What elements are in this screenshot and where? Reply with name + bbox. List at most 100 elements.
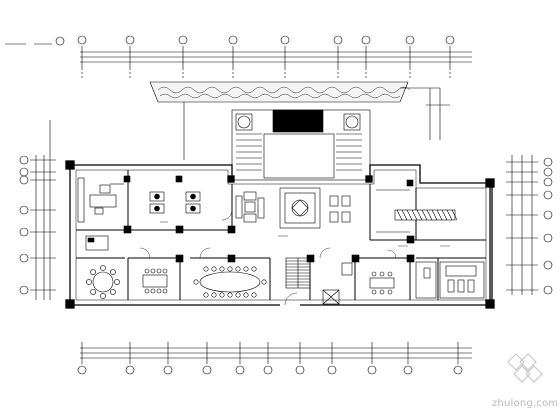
chair (109, 288, 116, 295)
grid-axis-bubble (178, 35, 188, 45)
chair (156, 268, 162, 274)
chair (251, 292, 257, 298)
chair (371, 271, 377, 277)
grid-axis-bubble (19, 167, 29, 177)
grid-axis-bubble (163, 365, 173, 375)
chair (387, 271, 393, 277)
grid-axis-bubble (543, 285, 553, 295)
grid-axis-bubble (405, 35, 415, 45)
grid-axis-bubble (295, 365, 305, 375)
right-axis-bubbles (543, 157, 553, 295)
grid-axis-bubble (543, 177, 553, 187)
chair (86, 279, 92, 285)
chair (371, 289, 377, 295)
top-dimension-chain (80, 46, 472, 68)
office-room (77, 177, 124, 251)
chair (90, 288, 97, 295)
small-meeting-room (369, 271, 395, 295)
grid-axis-bubble (327, 365, 337, 375)
grid-axis-bubble (263, 365, 273, 375)
counter-hatch-line (416, 209, 423, 221)
grid-axis-bubble (543, 260, 553, 270)
chair (156, 288, 162, 294)
workstation-desk (149, 191, 165, 202)
chair (211, 266, 217, 272)
left-axis-bubbles (19, 155, 29, 295)
grid-axis-bubble (543, 233, 553, 243)
grid-axis-bubble (125, 35, 135, 45)
counter-hatch-line (431, 209, 438, 221)
chair (219, 266, 225, 272)
lounge-sofa-set (235, 191, 265, 223)
chair (379, 289, 385, 295)
grid-axis-bubble (543, 190, 553, 200)
grid-axis-bubble (19, 285, 29, 295)
grid-axis-bubble (403, 365, 413, 375)
bottom-axis-bubbles (77, 365, 463, 375)
grid-axis-bubble (333, 35, 343, 45)
bottom-dimension-chain (80, 342, 472, 364)
chair (387, 289, 393, 295)
exhibition-counter (376, 189, 458, 233)
watermark-logo-icon (507, 353, 543, 383)
chair (162, 288, 168, 294)
grid-axis-bubble (280, 35, 290, 45)
grid-axis-bubble (367, 365, 377, 375)
grid-axis-bubble (77, 365, 87, 375)
grid-axis-bubble (543, 167, 553, 177)
entrance-porch (231, 109, 371, 181)
small-conference-table (142, 268, 168, 294)
chair (114, 279, 120, 285)
counter-hatch-line (446, 209, 453, 221)
chair (150, 288, 156, 294)
interior-walls (76, 170, 486, 300)
chair (109, 269, 116, 276)
chair (144, 288, 150, 294)
counter-hatch-line (396, 209, 403, 221)
round-meeting-table (86, 265, 120, 299)
chair (90, 269, 97, 276)
grid-axis-bubble (19, 175, 29, 185)
left-dimension-chain (30, 120, 56, 300)
boardroom-table (193, 266, 267, 298)
workstation-chair (154, 205, 160, 212)
grid-axis-bubble (543, 157, 553, 167)
chair (261, 279, 267, 285)
counter-hatch-line (436, 209, 443, 221)
grid-axis-bubble (361, 35, 371, 45)
open-office-workstations (149, 191, 201, 214)
workstation-chair (154, 193, 160, 200)
chair (144, 268, 150, 274)
restroom-block (415, 261, 485, 299)
service-core (322, 262, 353, 305)
workstation-desk (149, 203, 165, 214)
title-mark (5, 36, 65, 46)
grid-axis-bubble (19, 253, 29, 263)
grid-axis-bubble (445, 35, 455, 45)
counter-hatch-line (421, 209, 428, 221)
chair (211, 292, 217, 298)
door-swings (139, 209, 397, 306)
lobby-centerpiece (279, 187, 351, 229)
right-dimension-chain (506, 155, 538, 295)
chair (243, 266, 249, 272)
counter-hatch-line (426, 209, 433, 221)
grid-axis-bubble (19, 155, 29, 165)
workstation-chair (190, 205, 196, 212)
workstation-desk (185, 203, 201, 214)
counter-hatch-line (401, 209, 408, 221)
workstation-chair (190, 193, 196, 200)
counter-hatch-line (406, 209, 413, 221)
grid-axis-bubble (543, 210, 553, 220)
watermark-text: zhulong.com (492, 398, 559, 409)
chair (150, 268, 156, 274)
top-axis-bubbles (77, 35, 455, 80)
workstation-desk (185, 191, 201, 202)
grid-axis-bubble (235, 365, 245, 375)
grid-axis-bubble (19, 227, 29, 237)
chair (203, 266, 209, 272)
grid-axis-bubble (19, 205, 29, 215)
main-staircase (285, 257, 311, 289)
grid-axis-bubble (228, 35, 238, 45)
chair (219, 292, 225, 298)
